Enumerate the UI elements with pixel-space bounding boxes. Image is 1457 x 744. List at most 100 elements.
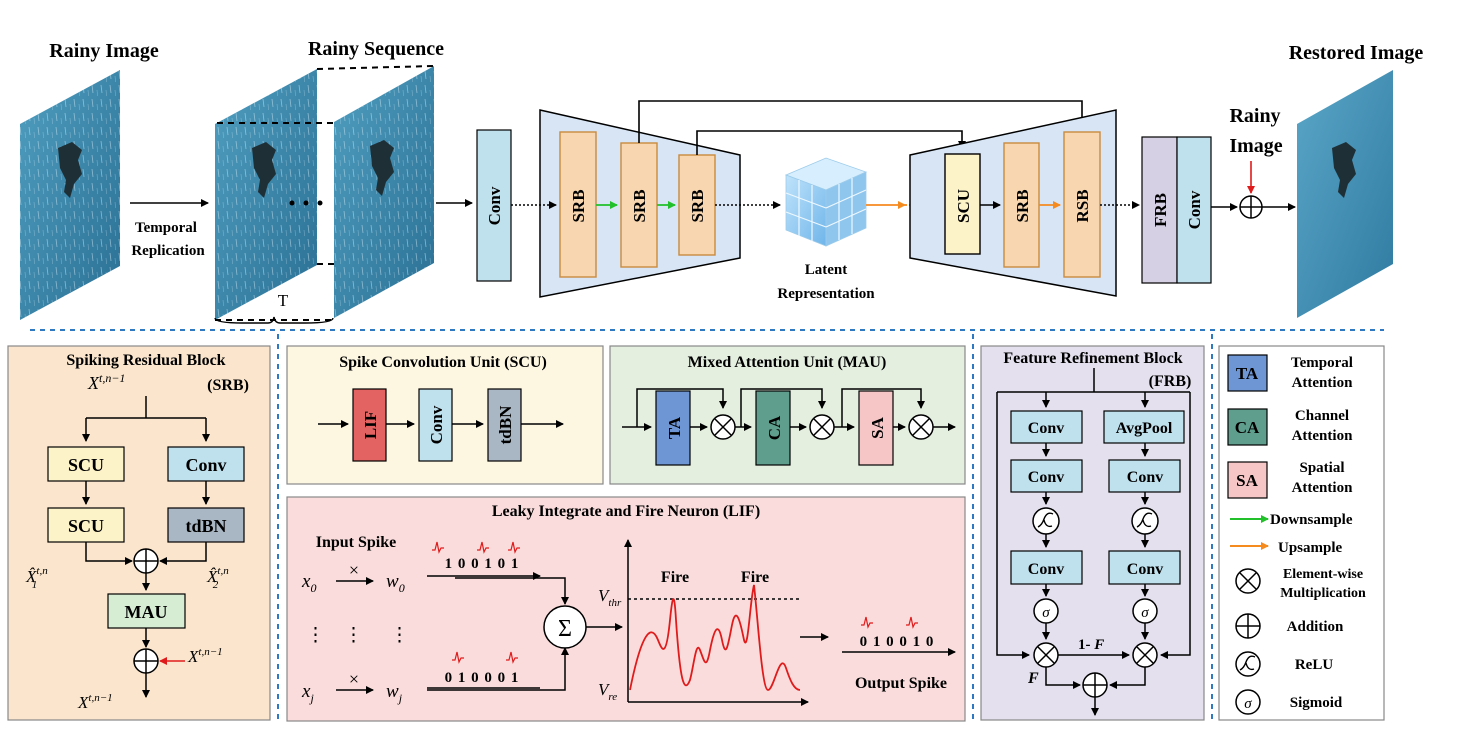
sum-node: Σ — [543, 605, 587, 649]
frb-relu-2 — [1131, 507, 1159, 535]
legend-ew-line1: Element-wise — [1283, 567, 1363, 582]
frb-mul-2 — [1132, 642, 1158, 668]
srb-tdbn — [167, 507, 245, 543]
mau-ta-label: TA — [665, 416, 684, 439]
srb-tdbn-label: tdBN — [185, 516, 226, 536]
latent-cube — [784, 157, 868, 247]
srb-label-2: SRB — [630, 189, 649, 222]
frb-conv-3-label: Conv — [1127, 469, 1163, 486]
image-label: Image — [1229, 135, 1282, 157]
srb-conv — [167, 446, 245, 482]
srb-add-node-2 — [133, 648, 159, 674]
legend-sigmoid: Sigmoid — [1290, 695, 1343, 711]
replication-label: Replication — [131, 243, 205, 259]
legend-relu: ReLU — [1295, 657, 1333, 673]
mau-mul-3 — [908, 414, 934, 440]
sequence-frame-2 — [334, 66, 434, 318]
srb-scu-1 — [47, 446, 125, 482]
scu-lif — [352, 388, 387, 462]
rsb-label: RSB — [1073, 189, 1092, 222]
f-label: F — [1027, 670, 1039, 687]
restored-image-title: Restored Image — [1289, 42, 1424, 64]
temporal-label: Temporal — [135, 220, 197, 236]
mau-sa — [858, 390, 894, 466]
t-label: T — [278, 291, 289, 310]
scu-panel-title: Spike Convolution Unit (SCU) — [339, 354, 547, 371]
legend-addition: Addition — [1287, 619, 1344, 635]
frb-label: FRB — [1151, 193, 1170, 227]
svg-text:⋮: ⋮ — [344, 625, 363, 646]
mau-sa-label: SA — [868, 416, 887, 438]
legend-sa-line1: Spatial — [1299, 460, 1344, 476]
frb-conv-4 — [1010, 550, 1083, 585]
output-bits: 0 1 0 0 1 0 — [860, 634, 935, 650]
frb-sigmoid-1: σ — [1033, 598, 1059, 624]
lif-panel-title: Leaky Integrate and Fire Neuron (LIF) — [492, 503, 760, 520]
legend-ta-line1: Temporal — [1291, 355, 1353, 371]
frb-conv-5-label: Conv — [1127, 561, 1163, 578]
svg-text:1- F: 1- F — [1078, 637, 1104, 653]
srb-conv-label: Conv — [185, 455, 226, 475]
legend-ca-code: CA — [1235, 418, 1260, 437]
encoder-srb-2 — [620, 142, 658, 268]
svg-text:σ: σ — [1042, 605, 1050, 621]
frb-sigmoid-2: σ — [1132, 598, 1158, 624]
mau-ca-label: CA — [765, 415, 784, 440]
fire-label-2: Fire — [741, 569, 769, 586]
decoder-scu — [944, 153, 981, 255]
legend-ca-line2: Attention — [1292, 428, 1353, 444]
scu-lif-label: LIF — [361, 411, 380, 439]
frb-avgpool-label: AvgPool — [1116, 420, 1173, 437]
frb-conv-3 — [1108, 459, 1181, 493]
srb-scu-2-label: SCU — [68, 516, 104, 536]
srb-label-3: SRB — [688, 189, 707, 222]
mau-panel-title: Mixed Attention Unit (MAU) — [688, 354, 887, 371]
rainy-label: Rainy — [1229, 105, 1280, 127]
srb-label-1: SRB — [569, 189, 588, 222]
legend-ta-code: TA — [1236, 364, 1259, 383]
svg-text:⋮: ⋮ — [390, 625, 409, 646]
legend-sa-line2: Attention — [1292, 480, 1353, 496]
legend-upsample: Upsample — [1278, 540, 1343, 556]
frb-avgpool — [1103, 410, 1185, 444]
srb-mau-label: MAU — [125, 602, 168, 622]
mau-mul-2 — [809, 414, 835, 440]
frb-panel — [980, 345, 1205, 721]
legend-sa-swatch — [1227, 461, 1268, 499]
frb-relu-1 — [1032, 507, 1060, 535]
frb-conv-2-label: Conv — [1028, 469, 1064, 486]
mau-mul-1 — [710, 414, 736, 440]
restored-image — [1297, 70, 1393, 318]
legend-ca-swatch — [1227, 408, 1268, 446]
encoder-srb-3 — [678, 154, 716, 256]
one-minus-label: 1- — [1078, 637, 1094, 653]
srb-mau — [107, 593, 186, 629]
input-spike-label: Input Spike — [316, 534, 397, 551]
svg-text:⋮: ⋮ — [306, 625, 325, 646]
frb-conv-2 — [1010, 459, 1083, 493]
scu-conv-label: Conv — [427, 405, 446, 444]
legend-ta-swatch — [1227, 354, 1268, 392]
legend-ew-line2: Multiplication — [1280, 586, 1366, 601]
rainy-image-title: Rainy Image — [49, 40, 159, 62]
svg-text:σ: σ — [1141, 605, 1149, 621]
input-bits-top: 1 0 0 1 0 1 — [445, 556, 520, 572]
srb-panel-title: Spiking Residual Block — [66, 352, 225, 369]
legend-ta-line2: Attention — [1292, 375, 1353, 391]
input-bits-bottom: 0 1 0 0 0 1 — [445, 670, 520, 686]
encoder-srb-1 — [559, 131, 597, 278]
membrane-curve — [629, 584, 801, 691]
rainy-sequence-title: Rainy Sequence — [308, 38, 444, 60]
lif-panel — [286, 496, 966, 722]
top-conv-block-2 — [1176, 136, 1212, 284]
svg-text:σ: σ — [1244, 696, 1252, 712]
legend-relu-icon — [1235, 651, 1261, 677]
frb-conv-1-label: Conv — [1028, 420, 1064, 437]
scu-tdbn — [487, 388, 522, 462]
f-label-mid: F — [1093, 637, 1104, 653]
frb-panel-title: Feature Refinement Block — [1003, 350, 1182, 367]
mau-ta — [655, 390, 691, 466]
legend-sa-code: SA — [1236, 471, 1258, 490]
decoder-srb — [1003, 142, 1040, 268]
